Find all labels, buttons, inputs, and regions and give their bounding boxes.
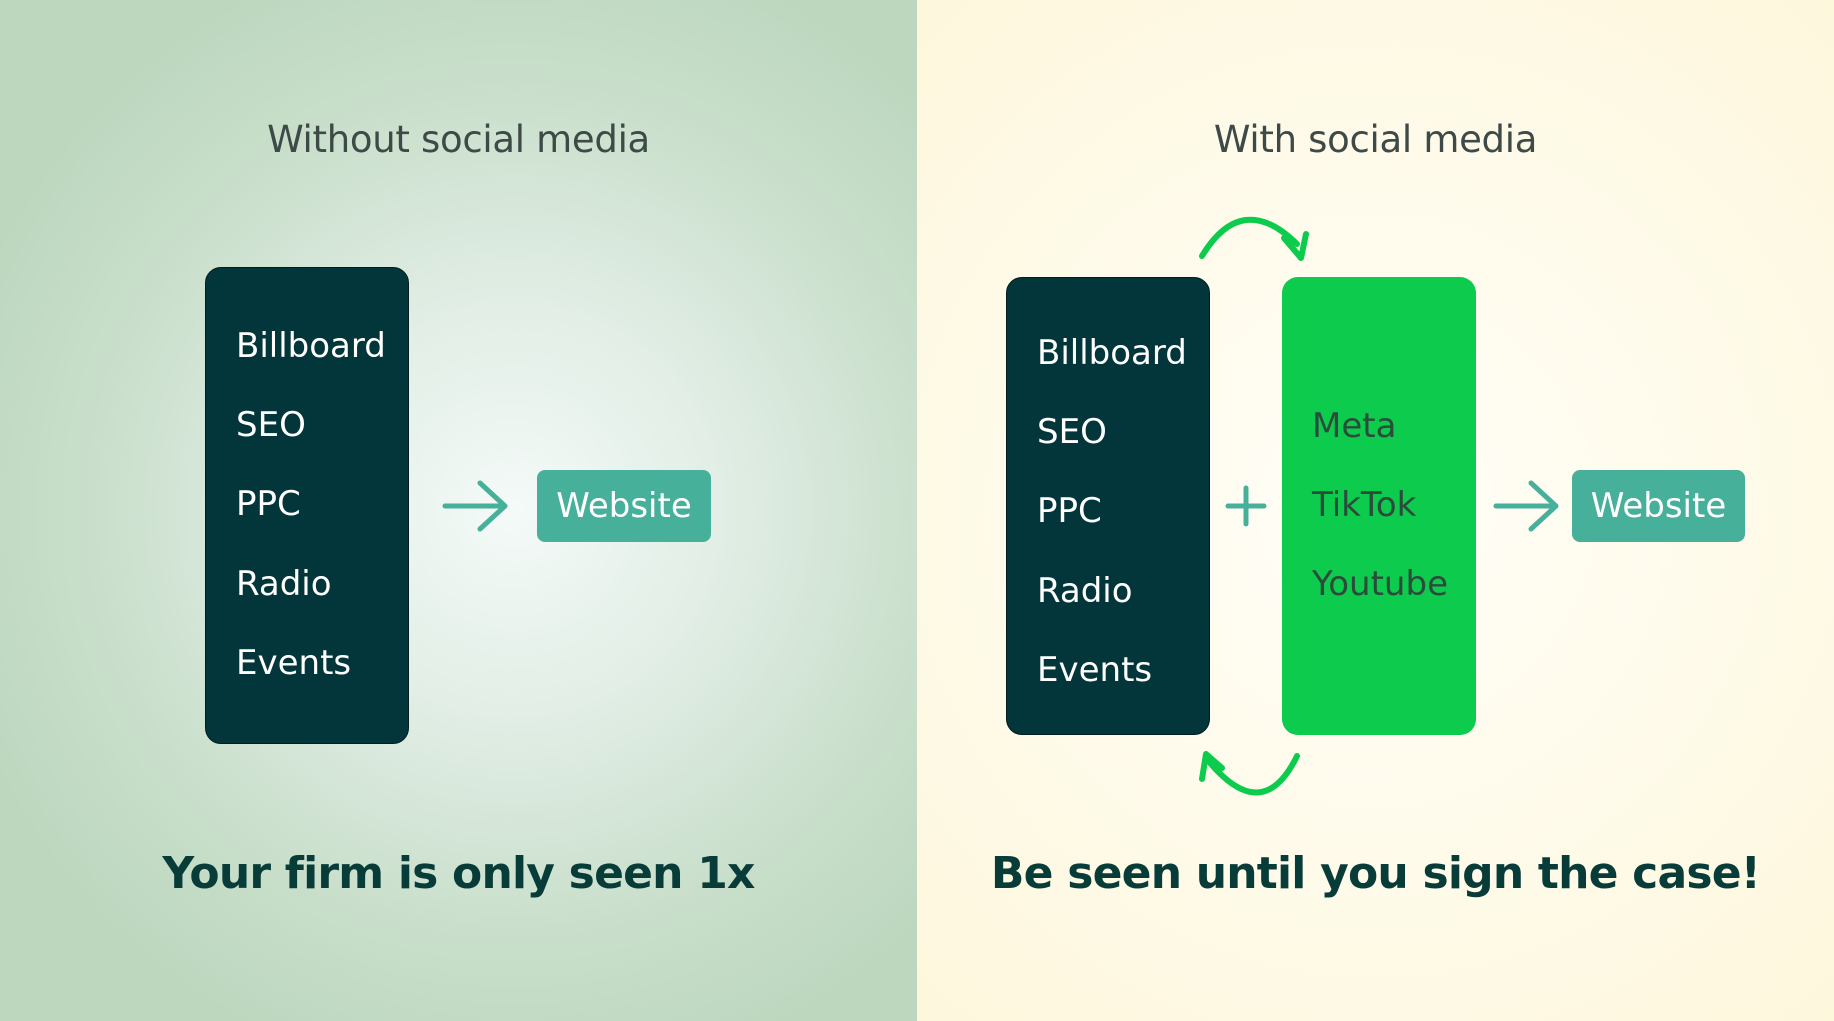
channel-youtube: Youtube (1312, 564, 1448, 604)
channel-events: Events (1037, 650, 1153, 690)
social-channels-box: Meta TikTok Youtube (1282, 277, 1476, 735)
right-icons-layer (1199, 216, 1559, 796)
channel-seo: SEO (1037, 412, 1107, 452)
website-badge: Website (1572, 470, 1745, 542)
left-tagline: Your firm is only seen 1x (162, 848, 755, 899)
arrow-right-icon (1493, 480, 1559, 532)
channel-seo: SEO (236, 405, 306, 445)
website-badge: Website (537, 470, 711, 542)
channel-radio: Radio (1037, 571, 1133, 611)
channel-events: Events (236, 643, 352, 683)
left-arrows-layer (442, 480, 508, 532)
channel-meta: Meta (1312, 406, 1397, 446)
arrow-right-icon (442, 480, 508, 532)
traditional-channels-box: Billboard SEO PPC Radio Events (1006, 277, 1210, 735)
channel-tiktok: TikTok (1312, 485, 1417, 525)
right-panel: With social media Billboard SEO PPC Radi… (917, 0, 1834, 1021)
plus-icon (1225, 485, 1267, 527)
channel-ppc: PPC (1037, 491, 1102, 531)
left-panel: Without social media Billboard SEO PPC R… (0, 0, 917, 1021)
right-tagline: Be seen until you sign the case! (990, 848, 1761, 899)
channel-billboard: Billboard (236, 326, 386, 366)
traditional-channels-box: Billboard SEO PPC Radio Events (205, 267, 409, 744)
channel-ppc: PPC (236, 484, 301, 524)
left-heading: Without social media (267, 118, 650, 161)
channel-radio: Radio (236, 564, 332, 604)
right-heading: With social media (1213, 118, 1538, 161)
cycle-arrow-icon (1199, 216, 1309, 261)
cycle-arrow-icon (1199, 751, 1300, 796)
channel-billboard: Billboard (1037, 333, 1187, 373)
